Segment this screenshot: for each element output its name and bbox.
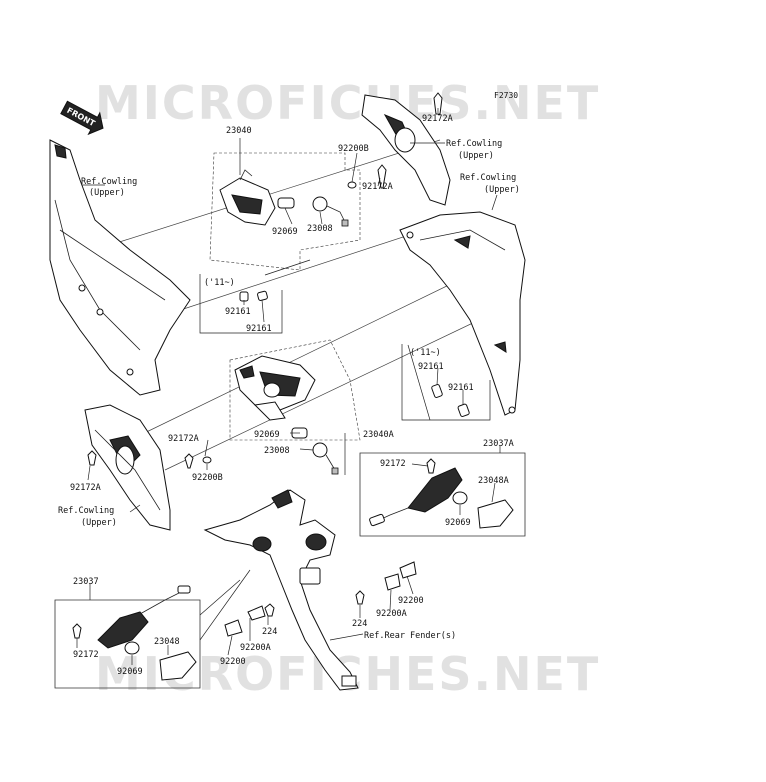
label-92200b-mid: 92200B — [192, 473, 223, 483]
group-outline-top — [209, 152, 361, 271]
guide-band-middle — [129, 264, 501, 471]
label-year-mid: ('11~) — [410, 348, 441, 358]
cowling-bracket-top — [361, 94, 451, 206]
label-year-top: ('11~) — [204, 278, 235, 288]
label-92200a-right: 92200A — [376, 609, 407, 619]
label-ref-cowling-top-center-2: (Upper) — [458, 151, 494, 161]
turn-signal-front-right — [219, 169, 349, 227]
label-92172a-mid: 92172A — [168, 434, 199, 444]
label-92172a-top-right: 92172A — [422, 114, 453, 124]
label-92200b-top: 92200B — [338, 144, 369, 154]
label-92161-top-a: 92161 — [225, 307, 251, 317]
label-92172a-top-mid: 92172A — [362, 182, 393, 192]
label-92200a-mid: 92200A — [240, 643, 271, 653]
label-92172-right: 92172 — [380, 459, 406, 469]
watermark-top: MICROFICHES.NET — [95, 76, 600, 130]
label-92069-right: 92069 — [445, 518, 471, 528]
label-ref-rear-fender: Ref.Rear Fender(s) — [364, 631, 456, 641]
label-ref-cowling-right-1: Ref.Cowling — [460, 173, 516, 183]
year-box-top — [199, 274, 283, 334]
small-parts-top — [239, 92, 443, 302]
label-224-right: 224 — [352, 619, 367, 629]
label-23048a: 23048A — [478, 476, 509, 486]
label-ref-cowling-right-2: (Upper) — [484, 185, 520, 195]
label-23037: 23037 — [73, 577, 99, 587]
turn-signal-front-left — [234, 355, 339, 475]
cowling-lower-left — [84, 404, 171, 531]
label-23008-top: 23008 — [307, 224, 333, 234]
label-92172-left: 92172 — [73, 650, 99, 660]
label-92069-top: 92069 — [272, 227, 298, 237]
label-92069-left: 92069 — [117, 667, 143, 677]
label-23040: 23040 — [226, 126, 252, 136]
label-23037a: 23037A — [483, 439, 514, 449]
label-23008-mid: 23008 — [264, 446, 290, 456]
group-box-rear-right — [359, 452, 526, 537]
turn-signal-rear-right — [369, 458, 514, 529]
label-92069-mid: 92069 — [254, 430, 280, 440]
small-parts-mid — [87, 384, 470, 469]
cowling-upper-left — [49, 139, 191, 396]
cowling-upper-right — [399, 211, 526, 416]
group-outline-mid — [229, 339, 361, 441]
figure-code: F2730 — [494, 91, 518, 100]
label-92172a-left: 92172A — [70, 483, 101, 493]
turn-signal-rear-left — [72, 585, 197, 681]
fender-brackets — [224, 561, 417, 637]
label-ref-cowling-upper-left-1: Ref.Cowling — [81, 177, 137, 187]
label-ref-cowling-upper-left-2: (Upper) — [89, 188, 125, 198]
rear-fender-bracket — [203, 489, 359, 691]
label-ref-cowling-lower-left-1: Ref.Cowling — [58, 506, 114, 516]
label-ref-cowling-top-center-1: Ref.Cowling — [446, 139, 502, 149]
label-92200-mid: 92200 — [220, 657, 246, 667]
label-92161-mid-a: 92161 — [418, 362, 444, 372]
year-box-mid — [401, 344, 491, 421]
label-92161-top-b: 92161 — [246, 324, 272, 334]
label-ref-cowling-lower-left-2: (Upper) — [81, 518, 117, 528]
leader-lines — [76, 108, 501, 665]
label-23040a: 23040A — [363, 430, 394, 440]
group-box-rear-left — [54, 599, 201, 689]
label-92161-mid-b: 92161 — [448, 383, 474, 393]
label-92200-right: 92200 — [398, 596, 424, 606]
label-23048: 23048 — [154, 637, 180, 647]
label-224-mid: 224 — [262, 627, 277, 637]
